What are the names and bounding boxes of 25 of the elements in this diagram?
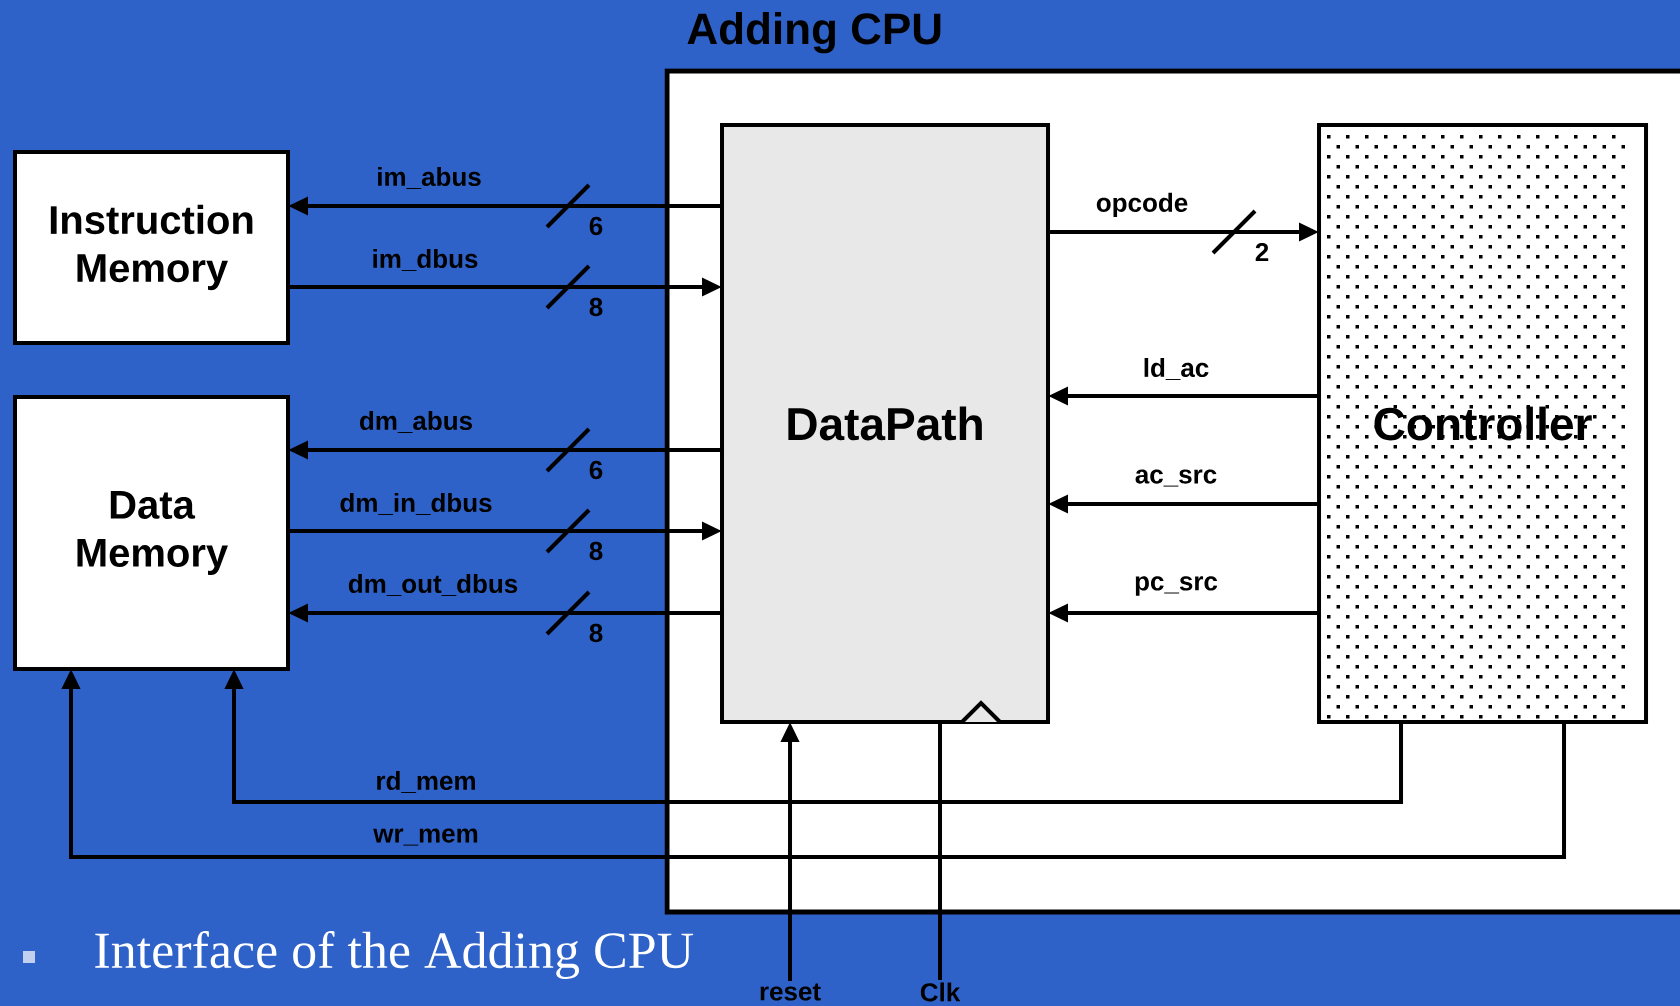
- caption: Interface of the Adding CPU: [95, 931, 694, 979]
- controller-box: Controller: [1317, 123, 1649, 724]
- bus-width-label: 6: [589, 460, 603, 480]
- bus-width-label: 8: [589, 623, 603, 643]
- bus-width-label: 8: [589, 297, 603, 317]
- edge-label: ld_ac: [1144, 358, 1209, 380]
- edge-label: ac_src: [1135, 469, 1217, 487]
- edge-label: wr_mem: [373, 828, 478, 846]
- signal-label: reset: [760, 983, 821, 1001]
- node-label: Adding CPU: [687, 12, 941, 54]
- memory-box: Instruction Memory: [13, 150, 290, 345]
- edge-label: rd_mem: [377, 771, 475, 793]
- edge-label: dm_abus: [360, 411, 472, 433]
- memory-box: Data Memory: [13, 395, 290, 671]
- bus-width-label: 8: [589, 541, 603, 561]
- edge-label: im_dbus: [373, 249, 478, 271]
- edge-label: dm_in_dbus: [340, 493, 492, 515]
- edge-label: opcode: [1096, 192, 1188, 218]
- signal-label: Clk: [920, 982, 961, 1002]
- edge-label: pc_src: [1135, 576, 1218, 596]
- edge-label: dm_out_dbus: [348, 574, 518, 596]
- datapath-box: DataPath: [720, 123, 1050, 724]
- edge-label: im_abus: [378, 167, 481, 189]
- bus-width-label: 6: [589, 216, 603, 236]
- bus-width-label: 2: [1255, 242, 1269, 262]
